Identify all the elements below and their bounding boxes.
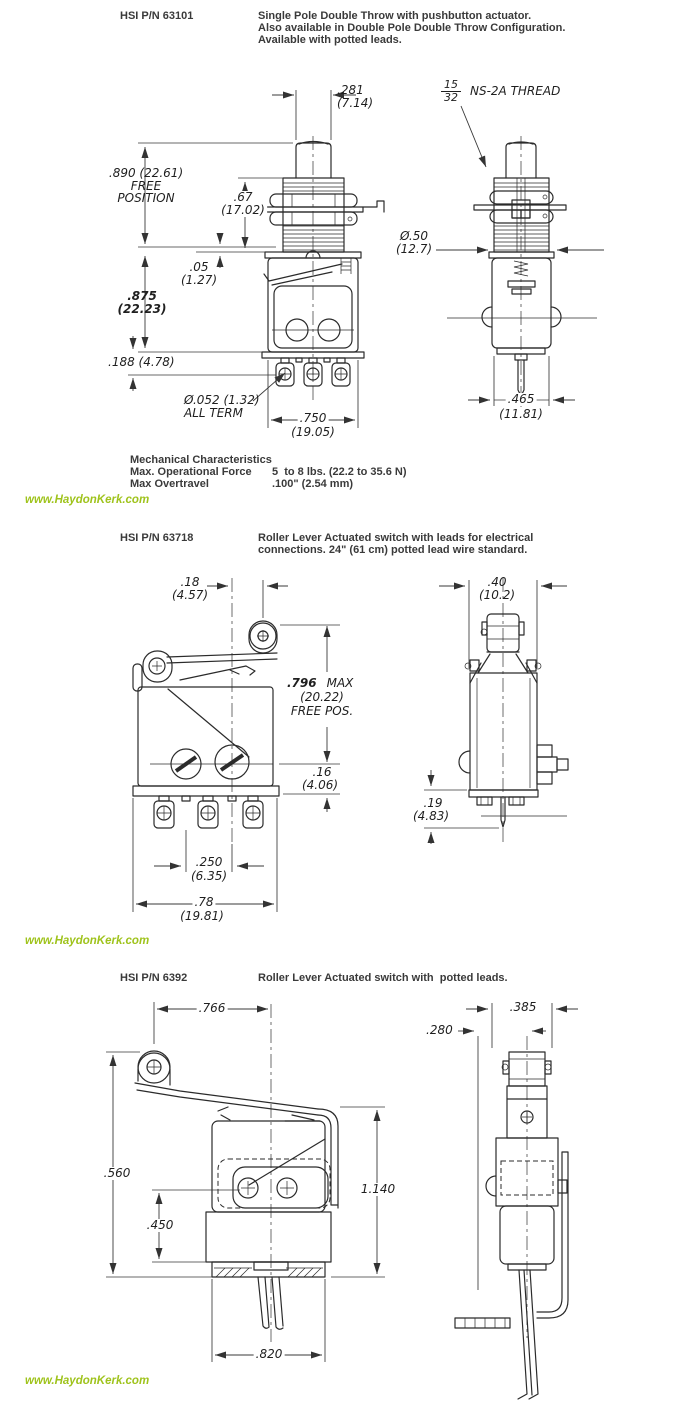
description-63718-line2: connections. 24" (61 cm) potted lead wir… <box>258 544 528 556</box>
dim-label-16: .16 <box>310 765 334 779</box>
dim-label-78-mm: (19.81) <box>180 909 224 923</box>
dim-label-280: .280 <box>426 1023 453 1037</box>
dim-label-free: FREE <box>130 179 162 193</box>
description-63101-line2: Also available in Double Pole Double Thr… <box>258 22 566 34</box>
dim-label-560: .560 <box>101 1166 133 1180</box>
dim-label-796-mm: (20.22) <box>300 690 344 704</box>
max-operational-force-label: Max. Operational Force <box>130 466 252 478</box>
mechanical-characteristics-title: Mechanical Characteristics <box>130 454 272 466</box>
dim-label-385: .385 <box>509 1000 537 1014</box>
dim-label-281-mm: (7.14) <box>337 96 374 110</box>
part-number-63101: HSI P/N 63101 <box>120 10 194 22</box>
dim-label-40: .40 <box>487 575 507 589</box>
dim-label-78: .78 <box>192 895 216 909</box>
dim-label-50: Ø.50 <box>399 229 429 243</box>
part-number-6392: HSI P/N 6392 <box>120 972 188 984</box>
max-overtravel-label: Max Overtravel <box>130 478 209 490</box>
dim-label-67: .67 <box>231 190 255 204</box>
dim-label-052: Ø.052 (1.32) <box>184 393 260 407</box>
dim-label-188: .188 (4.78) <box>108 355 175 369</box>
switch-63101-side-view <box>436 105 604 420</box>
dim-label-05: .05 <box>189 260 209 274</box>
dim-label-465: .465 <box>505 392 537 406</box>
switch-63101-front-view <box>128 90 385 428</box>
switch-63718-side-view <box>424 578 569 846</box>
fraction-numerator: 15 <box>441 79 461 92</box>
max-operational-force-value: 5 to 8 lbs. (22.2 to 35.6 N) <box>272 466 407 478</box>
max-overtravel-value: .100" (2.54 mm) <box>272 478 354 490</box>
dim-label-820: .820 <box>253 1347 285 1361</box>
description-63101-line1: Single Pole Double Throw with pushbutton… <box>258 10 532 22</box>
dim-label-18: .18 <box>180 575 200 589</box>
switch-6392-side-view <box>454 1003 578 1400</box>
dim-label-450: .450 <box>144 1218 176 1232</box>
dim-label-750: .750 <box>297 411 329 425</box>
dim-label-875-mm: (22.23) <box>117 302 167 316</box>
description-6392-line1: Roller Lever Actuated switch with potted… <box>258 972 508 984</box>
dim-label-250-mm: (6.35) <box>190 869 228 883</box>
dim-label-766: .766 <box>196 1001 228 1015</box>
dim-label-19: .19 <box>423 796 443 810</box>
dim-label-250: .250 <box>195 855 223 869</box>
thread-spec-label: NS-2A THREAD <box>470 84 561 98</box>
dim-label-all-term: ALL TERM <box>184 406 243 420</box>
dim-label-position: POSITION <box>117 191 175 205</box>
dim-label-05-mm: (1.27) <box>180 273 218 287</box>
dim-label-890: .890 (22.61) <box>108 166 184 180</box>
thread-fraction: 15 32 <box>441 79 461 104</box>
dim-label-67-mm: (17.02) <box>219 203 267 217</box>
dim-label-281: .281 <box>337 83 364 97</box>
watermark-link-3[interactable]: www.HaydonKerk.com <box>25 1375 150 1387</box>
description-63718-line1: Roller Lever Actuated switch with leads … <box>258 532 534 544</box>
dim-label-1140: 1.140 <box>358 1182 398 1196</box>
description-63101-line3: Available with potted leads. <box>258 34 402 46</box>
dim-label-18-mm: (4.57) <box>171 588 209 602</box>
dim-label-19-mm: (4.83) <box>412 809 450 823</box>
dim-label-free-pos: FREE POS. <box>290 704 354 718</box>
watermark-link-1[interactable]: www.HaydonKerk.com <box>25 494 150 506</box>
fraction-denominator: 32 <box>444 91 458 104</box>
dim-label-40-mm: (10.2) <box>478 588 516 602</box>
switch-6392-front-view <box>106 1002 385 1362</box>
watermark-link-2[interactable]: www.HaydonKerk.com <box>25 935 150 947</box>
part-number-63718: HSI P/N 63718 <box>120 532 194 544</box>
switch-63718-front-view <box>132 578 340 912</box>
dim-label-50-mm: (12.7) <box>395 242 433 256</box>
dim-label-465-mm: (11.81) <box>497 407 545 421</box>
dim-label-875: .875 <box>127 289 157 303</box>
dim-label-750-mm: (19.05) <box>291 425 335 439</box>
dim-label-16-mm: (4.06) <box>299 778 341 792</box>
